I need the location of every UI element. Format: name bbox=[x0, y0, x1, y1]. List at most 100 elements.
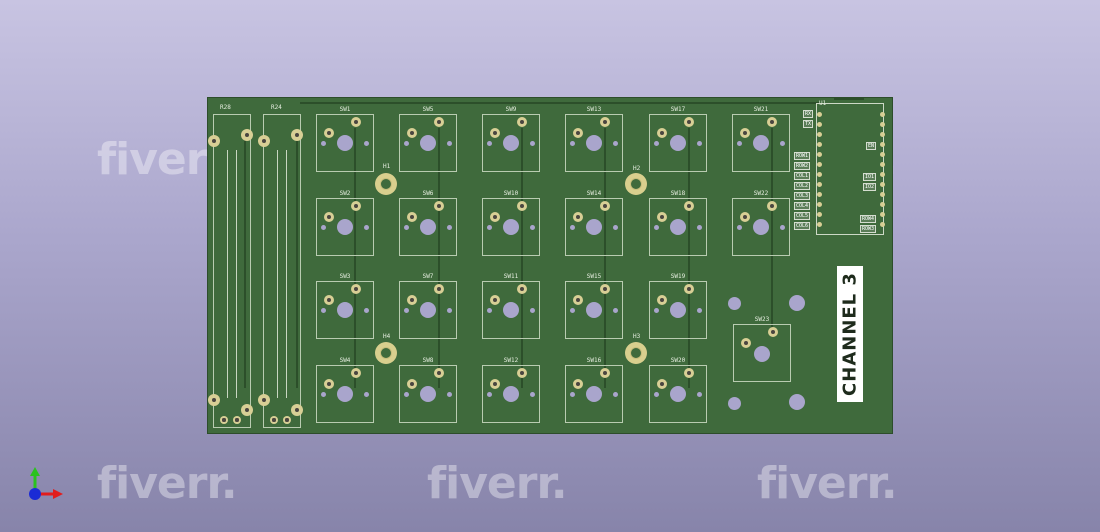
switch-center-hole bbox=[754, 346, 770, 362]
channel-label-text: CHANNEL 3 bbox=[839, 272, 861, 396]
switch-pad bbox=[324, 128, 334, 138]
watermark: fiverr. bbox=[757, 458, 898, 509]
switch-ref: SW4 bbox=[339, 357, 351, 364]
switch-footprint bbox=[482, 198, 540, 256]
switch-side-hole bbox=[487, 141, 492, 146]
switch-side-hole bbox=[570, 141, 575, 146]
switch-ref: SW11 bbox=[503, 273, 519, 280]
mcu-pin-label: COL6 bbox=[794, 222, 811, 230]
switch-center-hole bbox=[503, 219, 519, 235]
resistor-pad bbox=[291, 129, 303, 141]
switch-pad bbox=[490, 212, 500, 222]
resistor-r28 bbox=[213, 114, 251, 428]
switch-side-hole bbox=[697, 225, 702, 230]
switch-pad bbox=[684, 284, 694, 294]
switch-pad bbox=[600, 284, 610, 294]
switch-side-hole bbox=[530, 225, 535, 230]
switch-pad bbox=[517, 201, 527, 211]
resistor-pad bbox=[270, 416, 278, 424]
mcu-pin-label: ROW2 bbox=[794, 162, 811, 170]
resistor-ref: R28 bbox=[220, 104, 231, 111]
switch-footprint bbox=[316, 281, 374, 339]
switch-pad bbox=[573, 295, 583, 305]
switch-ref: SW9 bbox=[505, 106, 517, 113]
mcu-pin bbox=[817, 122, 822, 127]
switch-side-hole bbox=[404, 225, 409, 230]
switch-footprint bbox=[565, 365, 623, 423]
switch-side-hole bbox=[780, 225, 785, 230]
switch-side-hole bbox=[530, 392, 535, 397]
switch-center-hole bbox=[503, 302, 519, 318]
resistor-ref: R24 bbox=[271, 104, 282, 111]
hole-ref: H4 bbox=[383, 333, 391, 340]
mcu-pin-label: ROW4 bbox=[859, 215, 876, 223]
switch-center-hole bbox=[420, 135, 436, 151]
switch-center-hole bbox=[420, 386, 436, 402]
switch-side-hole bbox=[404, 308, 409, 313]
switch-side-hole bbox=[780, 141, 785, 146]
switch-side-hole bbox=[487, 225, 492, 230]
switch-footprint bbox=[649, 114, 707, 172]
switch-ref: SW1 bbox=[339, 106, 351, 113]
switch-pad bbox=[740, 212, 750, 222]
resistor-r24 bbox=[263, 114, 301, 428]
switch-pad bbox=[600, 368, 610, 378]
switch-ref: SW19 bbox=[670, 273, 686, 280]
switch-center-hole bbox=[337, 135, 353, 151]
hole-ref: H1 bbox=[383, 163, 391, 170]
mcu-pin-label: COL4 bbox=[794, 202, 811, 210]
resistor-pad bbox=[283, 416, 291, 424]
resistor-pad bbox=[233, 416, 241, 424]
switch-pad bbox=[351, 368, 361, 378]
switch-ref: SW6 bbox=[422, 190, 434, 197]
switch-ref: SW13 bbox=[586, 106, 602, 113]
encoder-mount-hole bbox=[728, 297, 741, 310]
switch-side-hole bbox=[570, 392, 575, 397]
switch-center-hole bbox=[586, 386, 602, 402]
switch-footprint bbox=[316, 365, 374, 423]
switch-pad bbox=[741, 338, 751, 348]
mcu-pin bbox=[817, 182, 822, 187]
pcb-trace bbox=[604, 128, 606, 388]
switch-pad bbox=[434, 117, 444, 127]
switch-pad bbox=[657, 295, 667, 305]
switch-side-hole bbox=[654, 308, 659, 313]
switch-pad bbox=[407, 128, 417, 138]
mcu-pin bbox=[880, 152, 885, 157]
mcu-pin bbox=[880, 202, 885, 207]
switch-pad bbox=[684, 368, 694, 378]
pcb-trace bbox=[688, 128, 690, 388]
switch-pad bbox=[434, 368, 444, 378]
switch-footprint bbox=[482, 281, 540, 339]
switch-side-hole bbox=[697, 308, 702, 313]
switch-ref: SW15 bbox=[586, 273, 602, 280]
switch-side-hole bbox=[737, 225, 742, 230]
switch-footprint bbox=[482, 365, 540, 423]
mcu-footprint bbox=[816, 103, 884, 235]
switch-ref: SW7 bbox=[422, 273, 434, 280]
switch-footprint bbox=[482, 114, 540, 172]
switch-footprint bbox=[399, 281, 457, 339]
switch-side-hole bbox=[697, 141, 702, 146]
switch-footprint bbox=[649, 198, 707, 256]
mcu-ref: U1 bbox=[819, 100, 827, 107]
switch-footprint bbox=[399, 365, 457, 423]
watermark: fiverr. bbox=[427, 458, 568, 509]
switch-pad bbox=[740, 128, 750, 138]
mcu-pin bbox=[817, 222, 822, 227]
switch-pad bbox=[657, 212, 667, 222]
switch-side-hole bbox=[613, 392, 618, 397]
switch-center-hole bbox=[670, 135, 686, 151]
switch-footprint bbox=[565, 198, 623, 256]
switch-pad bbox=[657, 379, 667, 389]
resistor-rail bbox=[227, 150, 228, 398]
pcb-trace bbox=[438, 128, 440, 388]
switch-side-hole bbox=[447, 141, 452, 146]
resistor-rail bbox=[236, 150, 237, 398]
switch-footprint bbox=[732, 114, 790, 172]
switch-pad bbox=[684, 117, 694, 127]
watermark: fiverr. bbox=[97, 458, 238, 509]
switch-pad bbox=[573, 128, 583, 138]
